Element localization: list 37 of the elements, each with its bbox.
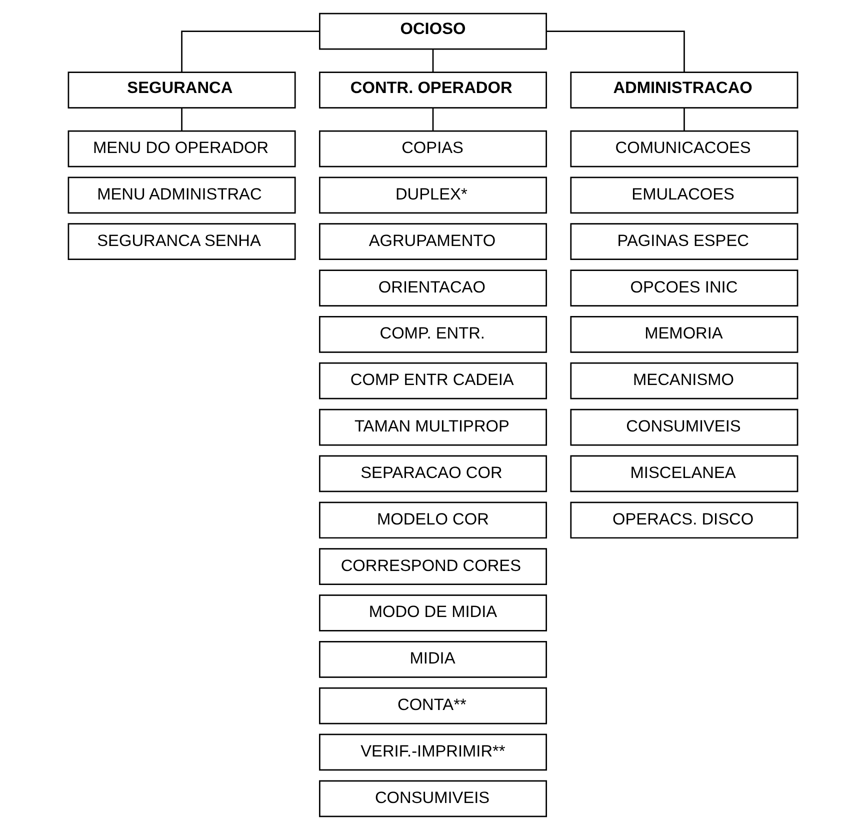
node-box: OCIOSO [319,12,547,50]
node-box: SEGURANCA SENHA [68,223,296,260]
node-box: COPIAS [319,130,547,168]
node-box: SEPARACAO COR [319,455,547,492]
node-box: ADMINISTRACAO [570,72,798,108]
node-box: DUPLEX* [319,176,547,214]
node-box: CONSUMIVEIS [319,780,547,818]
node-box: AGRUPAMENTO [319,223,547,260]
node-box: COMUNICACOES [570,130,798,168]
node-box: OPERACS. DISCO [570,502,798,539]
node-box: TAMAN MULTIPROP [319,408,547,446]
node-box: CONTR. OPERADOR [319,72,547,108]
node-box: MEMORIA [570,316,798,353]
node-box: CONTA** [319,687,547,724]
node-box: MODELO COR [319,502,547,539]
node-box: CONSUMIVEIS [570,408,798,446]
node-box: MECANISMO [570,362,798,400]
connector [684,108,685,131]
node-box: COMP ENTR CADEIA [319,362,547,400]
connector [432,108,434,131]
node-box: OPCOES INIC [570,270,798,306]
connector [181,108,182,131]
node-box: CORRESPOND CORES [319,548,547,585]
node-box: SEGURANCA [68,72,296,108]
node-box: MISCELANEA [570,455,798,492]
node-box: VERIF.-IMPRIMIR** [319,734,547,771]
node-box: MODO DE MIDIA [319,594,547,632]
connector [181,30,320,72]
node-box: COMP. ENTR. [319,316,547,353]
node-box: ORIENTACAO [319,270,547,306]
node-box: EMULACOES [570,176,798,214]
node-box: MENU ADMINISTRAC [68,176,296,214]
node-box: MENU DO OPERADOR [68,130,296,168]
node-box: MIDIA [319,640,547,678]
node-box: PAGINAS ESPEC [570,223,798,260]
connector [546,30,685,72]
connector [432,49,434,72]
